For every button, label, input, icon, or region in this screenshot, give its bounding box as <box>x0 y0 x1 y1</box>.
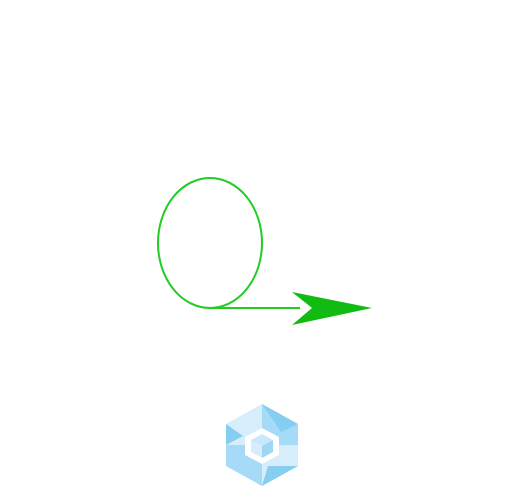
loop-ellipse <box>157 177 263 309</box>
hexagon-cube-logo-icon <box>223 402 301 488</box>
arrowhead <box>292 292 372 325</box>
